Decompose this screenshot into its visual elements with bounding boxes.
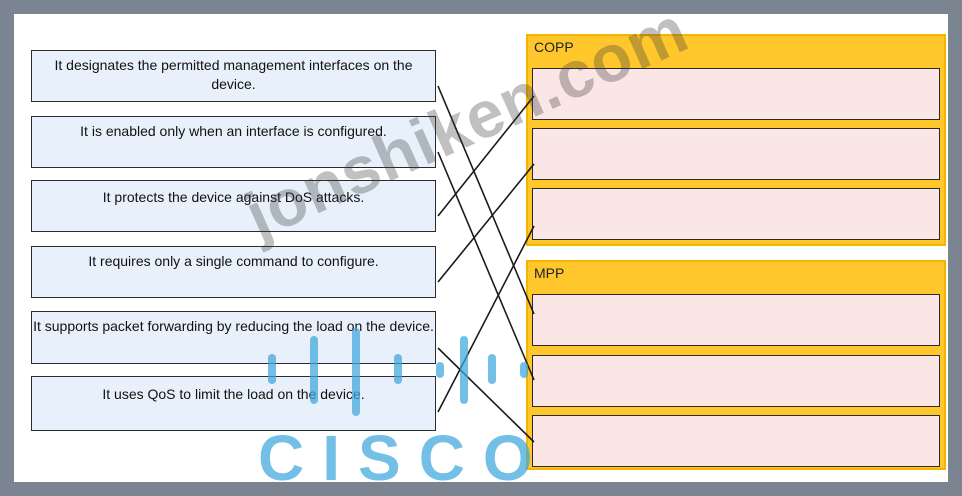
mpp-drop-slot-3[interactable] xyxy=(532,415,940,467)
answer-item-5[interactable]: It supports packet forwarding by reducin… xyxy=(31,311,436,364)
drag-drop-canvas: It designates the permitted management i… xyxy=(14,0,948,490)
copp-drop-slot-2[interactable] xyxy=(532,128,940,180)
mpp-title: MPP xyxy=(534,265,565,281)
mpp-drop-slot-1[interactable] xyxy=(532,294,940,346)
answer-item-3[interactable]: It protects the device against DoS attac… xyxy=(31,180,436,232)
mpp-target-group: MPP xyxy=(526,260,946,470)
answer-item-text: It is enabled only when an interface is … xyxy=(80,123,387,139)
cisco-logo-text: CISCO xyxy=(258,422,551,494)
answer-item-2[interactable]: It is enabled only when an interface is … xyxy=(31,116,436,168)
connector-line xyxy=(437,163,535,283)
copp-target-group: COPP xyxy=(526,34,946,246)
answer-item-text: It uses QoS to limit the load on the dev… xyxy=(102,386,365,402)
copp-title: COPP xyxy=(534,39,574,55)
answer-item-4[interactable]: It requires only a single command to con… xyxy=(31,246,436,298)
connector-line xyxy=(437,151,535,381)
answer-item-text: It designates the permitted management i… xyxy=(54,57,413,92)
answer-item-text: It protects the device against DoS attac… xyxy=(102,189,365,205)
connector-line xyxy=(437,225,535,413)
answer-item-text: It requires only a single command to con… xyxy=(88,253,379,269)
answer-item-1[interactable]: It designates the permitted management i… xyxy=(31,50,436,102)
copp-drop-slot-3[interactable] xyxy=(532,188,940,240)
answer-item-6[interactable]: It uses QoS to limit the load on the dev… xyxy=(31,376,436,431)
copp-drop-slot-1[interactable] xyxy=(532,68,940,120)
answer-item-text: It supports packet forwarding by reducin… xyxy=(33,318,434,334)
mpp-drop-slot-2[interactable] xyxy=(532,355,940,407)
